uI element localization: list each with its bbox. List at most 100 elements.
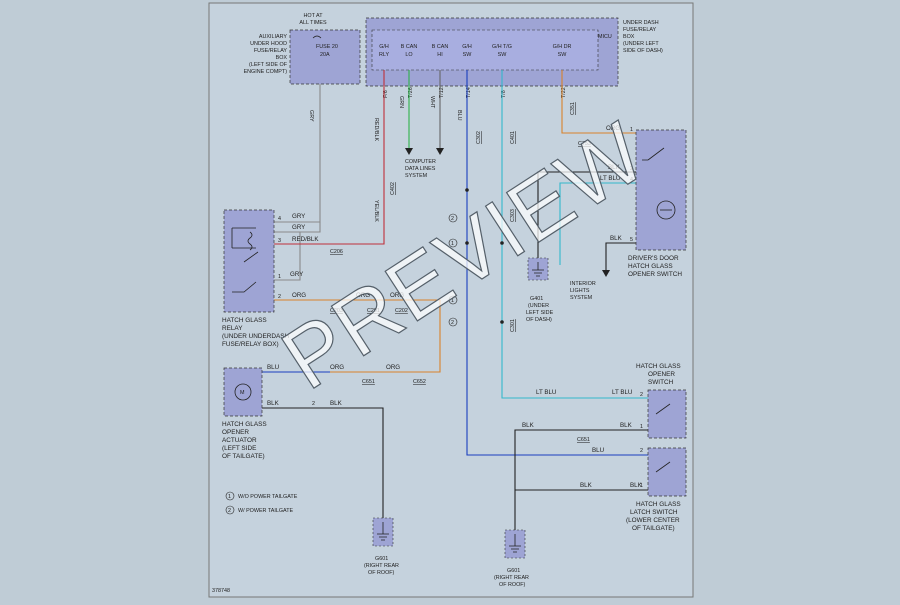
dash-box-line-4: (UNDER LEFT [623, 41, 659, 47]
pin-5-a: G/H T/G [492, 44, 512, 50]
interior-line-3: SYSTEM [570, 295, 593, 301]
latch-label-4: OF TAILGATE) [632, 525, 675, 532]
relay-pin-1: 1 [278, 274, 281, 280]
wire-red-blk [263, 70, 385, 245]
aux-box-line-6: ENGINE COMPT) [244, 69, 288, 75]
drivers-door-hatch-switch: 1 2 4 5 DRIVER'S DOOR HATCH GLASS OPENER… [628, 127, 687, 278]
hatch-glass-opener-switch: 2 1 HATCH GLASS OPENER SWITCH [636, 363, 687, 439]
wire-lt-blu [501, 70, 648, 399]
wire-label-gry-2: GRY [292, 224, 305, 231]
wire-blk-actuator [262, 407, 384, 470]
mcu-label: MICU [598, 34, 612, 40]
g601-right-2: (RIGHT REAR [494, 575, 529, 581]
g601-right-3: OF ROOF) [499, 582, 526, 588]
wire-label-red-blk-v1: RED/BLK [373, 118, 379, 141]
wire-label-lt-blu-2: LT BLU [612, 389, 632, 396]
g601-left-2: (RIGHT REAR [364, 563, 399, 569]
wire-label-blk-4: BLK [620, 422, 633, 429]
connector-c201: C201 [367, 308, 380, 314]
latch-label-1: HATCH GLASS [636, 501, 681, 508]
relay-pin-4: 4 [278, 216, 281, 222]
relay-label-4: FUSE/RELAY BOX) [222, 341, 279, 348]
wire-label-org-driver: ORG [606, 125, 620, 132]
wire-blk-opener [514, 429, 648, 515]
relay-label-1: HATCH GLASS [222, 317, 267, 324]
wire-lt-blu-driver [559, 182, 636, 265]
hot-label-1: HOT AT [304, 13, 324, 19]
pin-num-3: T/12 [439, 87, 445, 98]
wire-label-gry-1: GRY [292, 213, 305, 220]
pin-3-b: HI [437, 52, 442, 58]
wire-org-relay [263, 299, 441, 373]
latch-pin-2: 2 [640, 448, 643, 454]
pin-6-a: G/H DR [553, 44, 572, 50]
hot-label-2: ALL TIMES [299, 20, 327, 26]
pin-2-a: B CAN [401, 44, 418, 50]
driver-pin-5: 5 [630, 237, 633, 243]
dash-box-line-5: SIDE OF DASH) [623, 48, 663, 54]
relay-label-3: (UNDER UNDERDASH [222, 333, 289, 340]
wire-label-lt-blu-3: LT BLU [600, 175, 620, 182]
note-2-number: 2 [228, 508, 231, 514]
connector-c402: C402 [390, 182, 396, 195]
aux-box-line-2: UNDER HOOD [250, 41, 287, 47]
connector-c401: C401 [510, 131, 516, 144]
pin-1-b: RLY [379, 52, 389, 58]
opener-label-2: OPENER [648, 371, 675, 378]
pin-2-b: LO [405, 52, 412, 58]
aux-box-line-4: BOX [276, 55, 288, 61]
pin-1-a: G/H [379, 44, 389, 50]
wire-label-org-2: ORG [356, 292, 370, 299]
dash-box-line-3: BOX [623, 34, 635, 40]
wire-label-blk-6: BLK [630, 482, 643, 489]
motor-symbol: M [240, 390, 245, 396]
document-number: 378748 [212, 588, 230, 594]
driver-label-3: OPENER SWITCH [628, 271, 682, 278]
opener-pin-1: 1 [640, 424, 643, 430]
aux-box-line-5: (LEFT SIDE OF [249, 62, 288, 68]
pin-3-a: B CAN [432, 44, 449, 50]
ground-g401: G401 (UNDER LEFT SIDE OF DASH) [526, 257, 554, 323]
latch-pin-1: 1 [640, 483, 643, 489]
pin-num-4: T/14 [466, 87, 472, 98]
wire-label-blk-2: BLK [330, 400, 343, 407]
wire-label-org-5: ORG [386, 364, 400, 371]
relay-label-2: RELAY [222, 325, 243, 332]
relay-pin-2: 2 [278, 294, 281, 300]
connector-c203: C203 [330, 308, 343, 314]
wire-label-blk-3: BLK [522, 422, 535, 429]
wire-label-org-3: ORG [390, 292, 404, 299]
driver-pin-4: 4 [630, 177, 633, 183]
relay-pin-3: 3 [278, 238, 281, 244]
connector-c651b: C651 [577, 437, 590, 443]
hatch-glass-latch-switch: 2 1 HATCH GLASS LATCH SWITCH (LOWER CENT… [626, 447, 687, 532]
wire-label-blk-5: BLK [580, 482, 593, 489]
latch-label-3: (LOWER CENTER [626, 517, 680, 524]
wire-blu-main [466, 70, 648, 456]
wire-label-red-blk: RED/BLK [292, 236, 319, 243]
interior-line-2: LIGHTS [570, 288, 590, 294]
ground-g601-left: G601 (RIGHT REAR OF ROOF) [364, 517, 399, 576]
option-marker-1b: 1 [451, 298, 454, 304]
wire-label-blu-v: BLU [456, 110, 462, 121]
connector-c302: C302 [476, 131, 482, 144]
opener-label-1: HATCH GLASS [636, 363, 681, 370]
aux-box-line-3: FUSE/RELAY [254, 48, 288, 54]
wire-label-blk-1: BLK [267, 400, 280, 407]
pin-4-b: SW [463, 52, 473, 58]
driver-label-1: DRIVER'S DOOR [628, 255, 679, 262]
wire-gry-2 [263, 222, 321, 233]
actuator-label-2: OPENER [222, 429, 249, 436]
pin-num-1: F/6 [383, 90, 389, 98]
connector-c303: C303 [510, 209, 516, 222]
g401-line-3: LEFT SIDE [526, 310, 554, 316]
actuator-label-1: HATCH GLASS [222, 421, 267, 428]
legend-notes: 1 W/O POWER TAILGATE 2 W/ POWER TAILGATE [225, 491, 298, 515]
driver-pin-2: 2 [630, 166, 633, 172]
option-marker-1a: 1 [451, 241, 454, 247]
hatch-glass-relay: 4 3 2 1 HATCH GLASS RELAY (UNDER UNDERDA… [222, 209, 289, 348]
driver-label-2: HATCH GLASS [628, 263, 673, 270]
wire-label-blk-interior: BLK [610, 235, 623, 242]
